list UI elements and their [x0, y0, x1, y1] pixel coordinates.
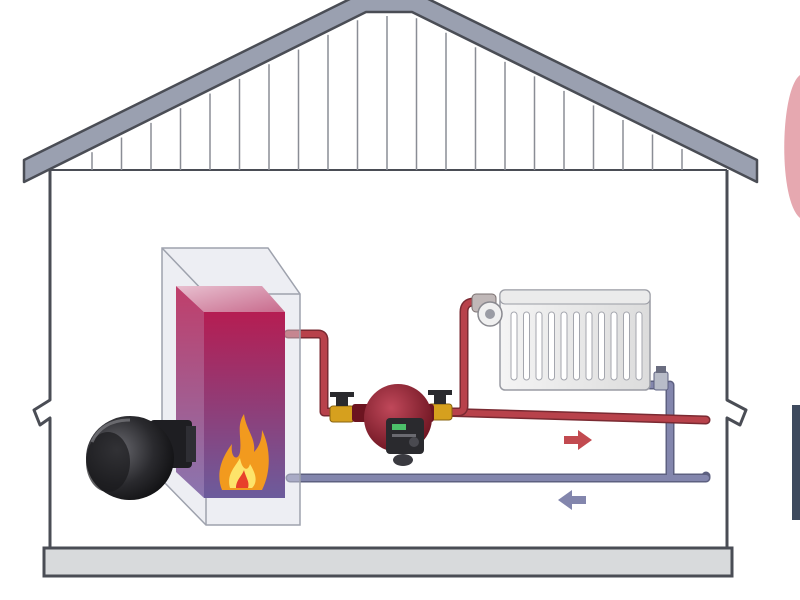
flame-icon [219, 414, 269, 490]
house-wall-left [32, 170, 52, 548]
radiator-fin [535, 311, 543, 381]
boiler [161, 247, 301, 526]
thermostatic-valve [471, 293, 503, 327]
attic-slats [91, 16, 683, 170]
boiler-top [176, 286, 285, 312]
radiator-fin [548, 311, 555, 381]
edge-fragment-pink [784, 75, 800, 218]
radiator-fin [560, 311, 568, 381]
radiator-fin [598, 311, 605, 381]
return-flow-arrow [558, 490, 586, 510]
supply-ball-valve [329, 392, 355, 423]
burner [86, 416, 196, 500]
radiator [471, 289, 669, 391]
return-valve [653, 366, 669, 391]
house-wall-right [725, 170, 748, 548]
radiator-fin [610, 311, 618, 381]
house [22, 0, 759, 578]
radiator-fin [523, 311, 530, 381]
radiator-fin [585, 311, 593, 381]
radiator-fins [510, 311, 643, 381]
radiator-fin [573, 311, 580, 381]
radiator-fin [510, 311, 518, 381]
radiator-fin [623, 311, 630, 381]
edge-fragment-dark [792, 405, 800, 520]
supply-flow-arrow [564, 430, 592, 450]
house-foundation [42, 546, 734, 578]
return-pipe [285, 380, 711, 483]
radiator-fin [635, 311, 643, 381]
house-roof [22, 0, 759, 184]
circulation-pump [352, 384, 434, 466]
